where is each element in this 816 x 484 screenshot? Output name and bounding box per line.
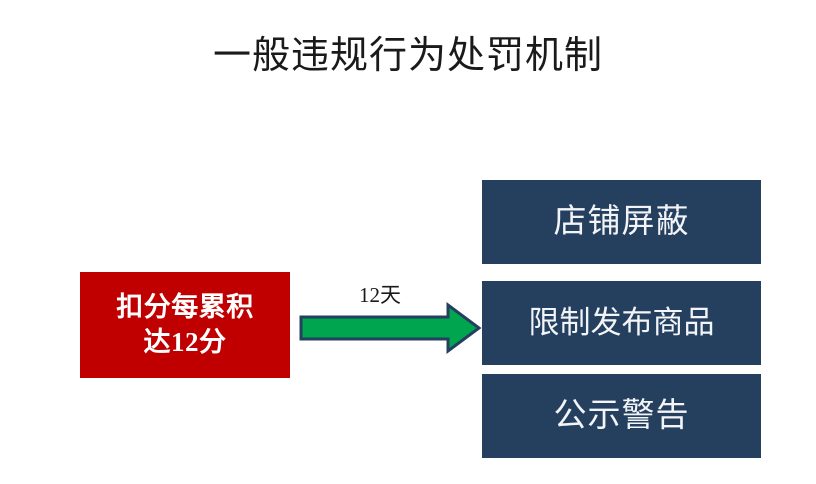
outcome-box-store-block[interactable]: 店铺屏蔽 xyxy=(482,180,761,264)
outcome-label: 店铺屏蔽 xyxy=(553,204,690,240)
right-arrow-icon xyxy=(298,302,482,354)
source-condition-line-2: 达12分 xyxy=(143,327,227,357)
outcome-box-public-warning[interactable]: 公示警告 xyxy=(482,374,761,458)
source-condition-label: 扣分每累积 达12分 xyxy=(97,290,273,360)
connector-duration-label: 12天 xyxy=(359,283,401,307)
outcome-label: 限制发布商品 xyxy=(528,305,715,340)
source-condition-box[interactable]: 扣分每累积 达12分 xyxy=(80,272,290,378)
source-condition-line-1: 扣分每累积 xyxy=(116,292,254,322)
page-title: 一般违规行为处罚机制 xyxy=(212,35,603,77)
outcome-label: 公示警告 xyxy=(553,398,690,434)
outcome-box-listing-restriction[interactable]: 限制发布商品 xyxy=(482,281,761,365)
